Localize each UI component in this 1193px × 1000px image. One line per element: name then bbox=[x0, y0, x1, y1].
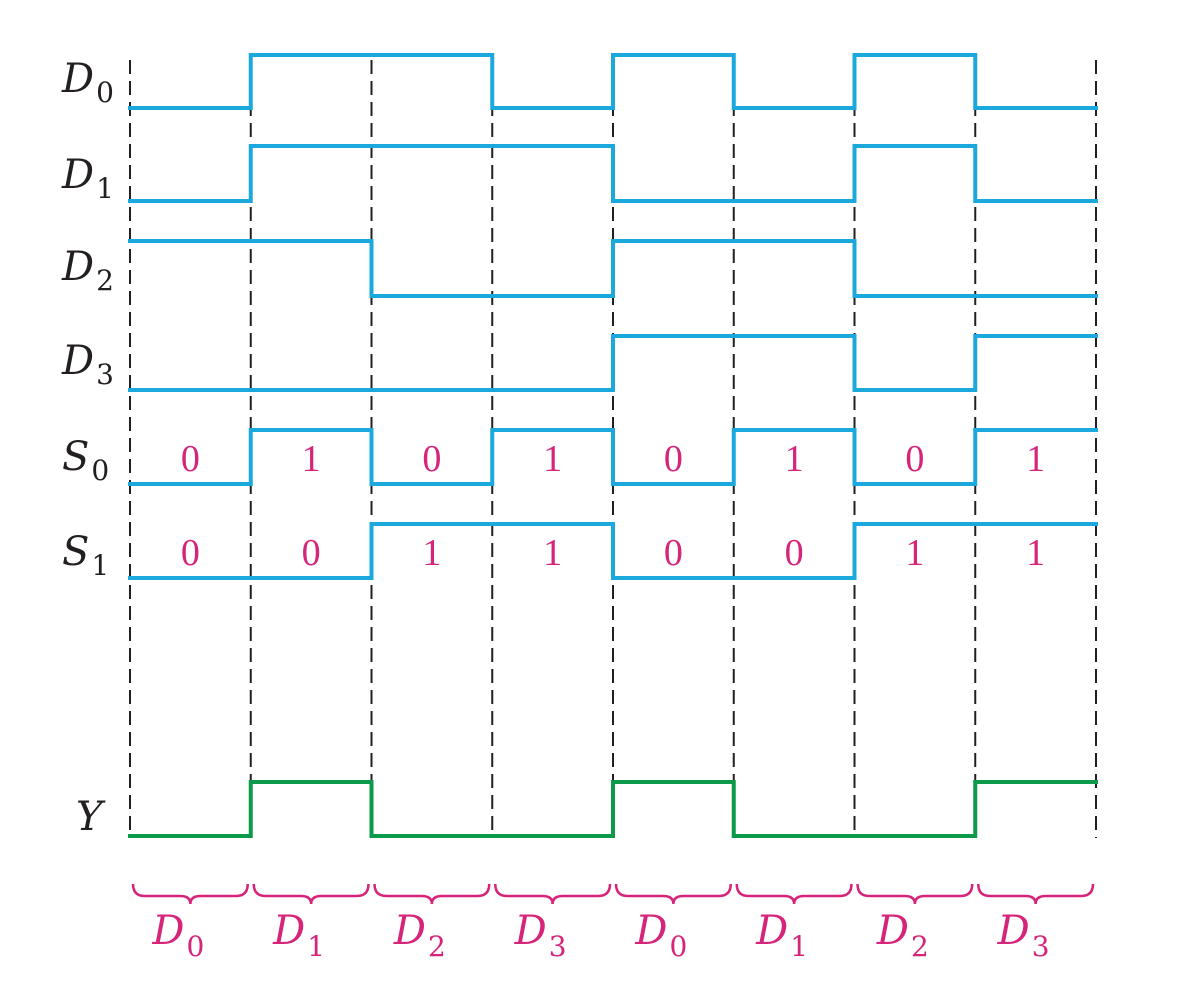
period-label-subscript: 0 bbox=[187, 930, 205, 963]
bit-value-S0-2: 0 bbox=[422, 438, 441, 480]
bit-value-S1-0: 0 bbox=[181, 532, 200, 574]
signal-label-name: D bbox=[61, 152, 94, 198]
signal-label-name: S bbox=[62, 434, 89, 480]
signal-label-subscript: 1 bbox=[96, 172, 114, 205]
period-label-subscript: 1 bbox=[790, 930, 808, 963]
period-brace-0 bbox=[131, 883, 249, 905]
signal-label-name: S bbox=[62, 529, 89, 575]
bit-value-S0-6: 0 bbox=[905, 438, 924, 480]
signal-waveforms bbox=[128, 53, 1098, 838]
period-label-subscript: 3 bbox=[549, 930, 567, 963]
period-label-1: D1 bbox=[272, 908, 325, 963]
period-label-subscript: 2 bbox=[911, 930, 929, 963]
signal-label-S1: S1 bbox=[62, 529, 109, 582]
period-brace-6 bbox=[856, 883, 974, 905]
signal-label-name: D bbox=[61, 244, 94, 290]
signal-label-subscript: 3 bbox=[96, 358, 114, 391]
waveform-S1 bbox=[128, 522, 1098, 580]
signal-label-name: Y bbox=[76, 794, 106, 840]
bit-value-S1-1: 0 bbox=[302, 532, 321, 574]
signal-label-D3: D3 bbox=[61, 338, 114, 391]
period-label-name: D bbox=[393, 908, 426, 954]
period-label-name: D bbox=[634, 908, 667, 954]
period-brace-5 bbox=[735, 883, 853, 905]
waveform-D2 bbox=[128, 239, 1098, 298]
bit-value-S0-5: 1 bbox=[785, 438, 804, 480]
signal-label-subscript: 2 bbox=[96, 264, 114, 297]
period-brace-3 bbox=[494, 883, 612, 905]
bit-value-S0-0: 0 bbox=[181, 438, 200, 480]
waveform-Y bbox=[128, 780, 1098, 838]
signal-label-subscript: 0 bbox=[91, 454, 109, 487]
period-label-name: D bbox=[997, 908, 1030, 954]
period-label-5: D1 bbox=[755, 908, 808, 963]
signal-label-S0: S0 bbox=[62, 434, 109, 487]
period-label-name: D bbox=[151, 908, 184, 954]
period-label-name: D bbox=[876, 908, 909, 954]
period-label-4: D0 bbox=[634, 908, 687, 963]
period-label-7: D3 bbox=[997, 908, 1050, 963]
bit-value-S1-3: 1 bbox=[543, 532, 562, 574]
waveform-D0 bbox=[128, 53, 1098, 110]
period-label-subscript: 1 bbox=[307, 930, 325, 963]
period-brace-1 bbox=[252, 883, 370, 905]
period-label-subscript: 2 bbox=[428, 930, 446, 963]
period-brace-2 bbox=[373, 883, 491, 905]
signal-label-subscript: 1 bbox=[91, 549, 109, 582]
signal-label-Y: Y bbox=[76, 794, 106, 840]
period-label-name: D bbox=[272, 908, 305, 954]
waveform-S0 bbox=[128, 428, 1098, 486]
period-brace-7 bbox=[977, 883, 1095, 905]
period-label-subscript: 0 bbox=[670, 930, 688, 963]
period-label-subscript: 3 bbox=[1032, 930, 1050, 963]
bit-value-S1-5: 0 bbox=[785, 532, 804, 574]
signal-label-D1: D1 bbox=[61, 152, 114, 205]
waveform-D3 bbox=[128, 334, 1098, 392]
select-bit-values: 0 1 0 1 0 1 0 1 0 0 1 1 0 0 1 1 bbox=[181, 438, 1045, 574]
bit-value-S1-2: 1 bbox=[422, 532, 441, 574]
period-label-6: D2 bbox=[876, 908, 929, 963]
signal-label-name: D bbox=[61, 338, 94, 384]
period-label-name: D bbox=[514, 908, 547, 954]
signal-label-D2: D2 bbox=[61, 244, 114, 297]
signal-label-subscript: 0 bbox=[96, 76, 114, 109]
bit-value-S1-7: 1 bbox=[1026, 532, 1045, 574]
bit-value-S1-4: 0 bbox=[664, 532, 683, 574]
bit-value-S1-6: 1 bbox=[905, 532, 924, 574]
period-label-0: D0 bbox=[151, 908, 204, 963]
bit-value-S0-1: 1 bbox=[302, 438, 321, 480]
period-label-name: D bbox=[755, 908, 788, 954]
bit-value-S0-3: 1 bbox=[543, 438, 562, 480]
period-label-3: D3 bbox=[514, 908, 567, 963]
period-label-2: D2 bbox=[393, 908, 446, 963]
signal-label-D0: D0 bbox=[61, 56, 114, 109]
bit-value-S0-7: 1 bbox=[1026, 438, 1045, 480]
period-brace-4 bbox=[614, 883, 732, 905]
bit-value-S0-4: 0 bbox=[664, 438, 683, 480]
signal-label-name: D bbox=[61, 56, 94, 102]
waveform-D1 bbox=[128, 144, 1098, 203]
